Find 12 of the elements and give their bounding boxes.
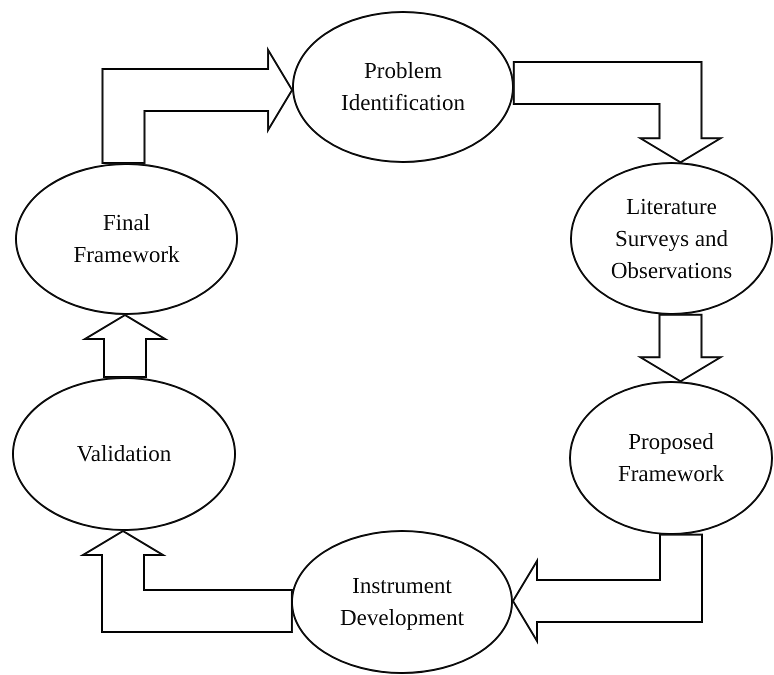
block-arrow xyxy=(512,61,724,164)
node-label: Proposed Framework xyxy=(616,428,726,488)
node-label: Instrument Development xyxy=(339,572,465,632)
block-arrow xyxy=(636,314,724,382)
block-arrow xyxy=(79,530,293,633)
block-arrow xyxy=(102,46,294,164)
block-arrow xyxy=(81,314,169,378)
node-label: Validation xyxy=(76,440,172,468)
node-label: Final Framework xyxy=(72,209,181,269)
node-label: Literature Surveys and Observations xyxy=(610,192,734,284)
block-arrow xyxy=(512,534,703,645)
node-label: Problem Identification xyxy=(340,57,466,117)
